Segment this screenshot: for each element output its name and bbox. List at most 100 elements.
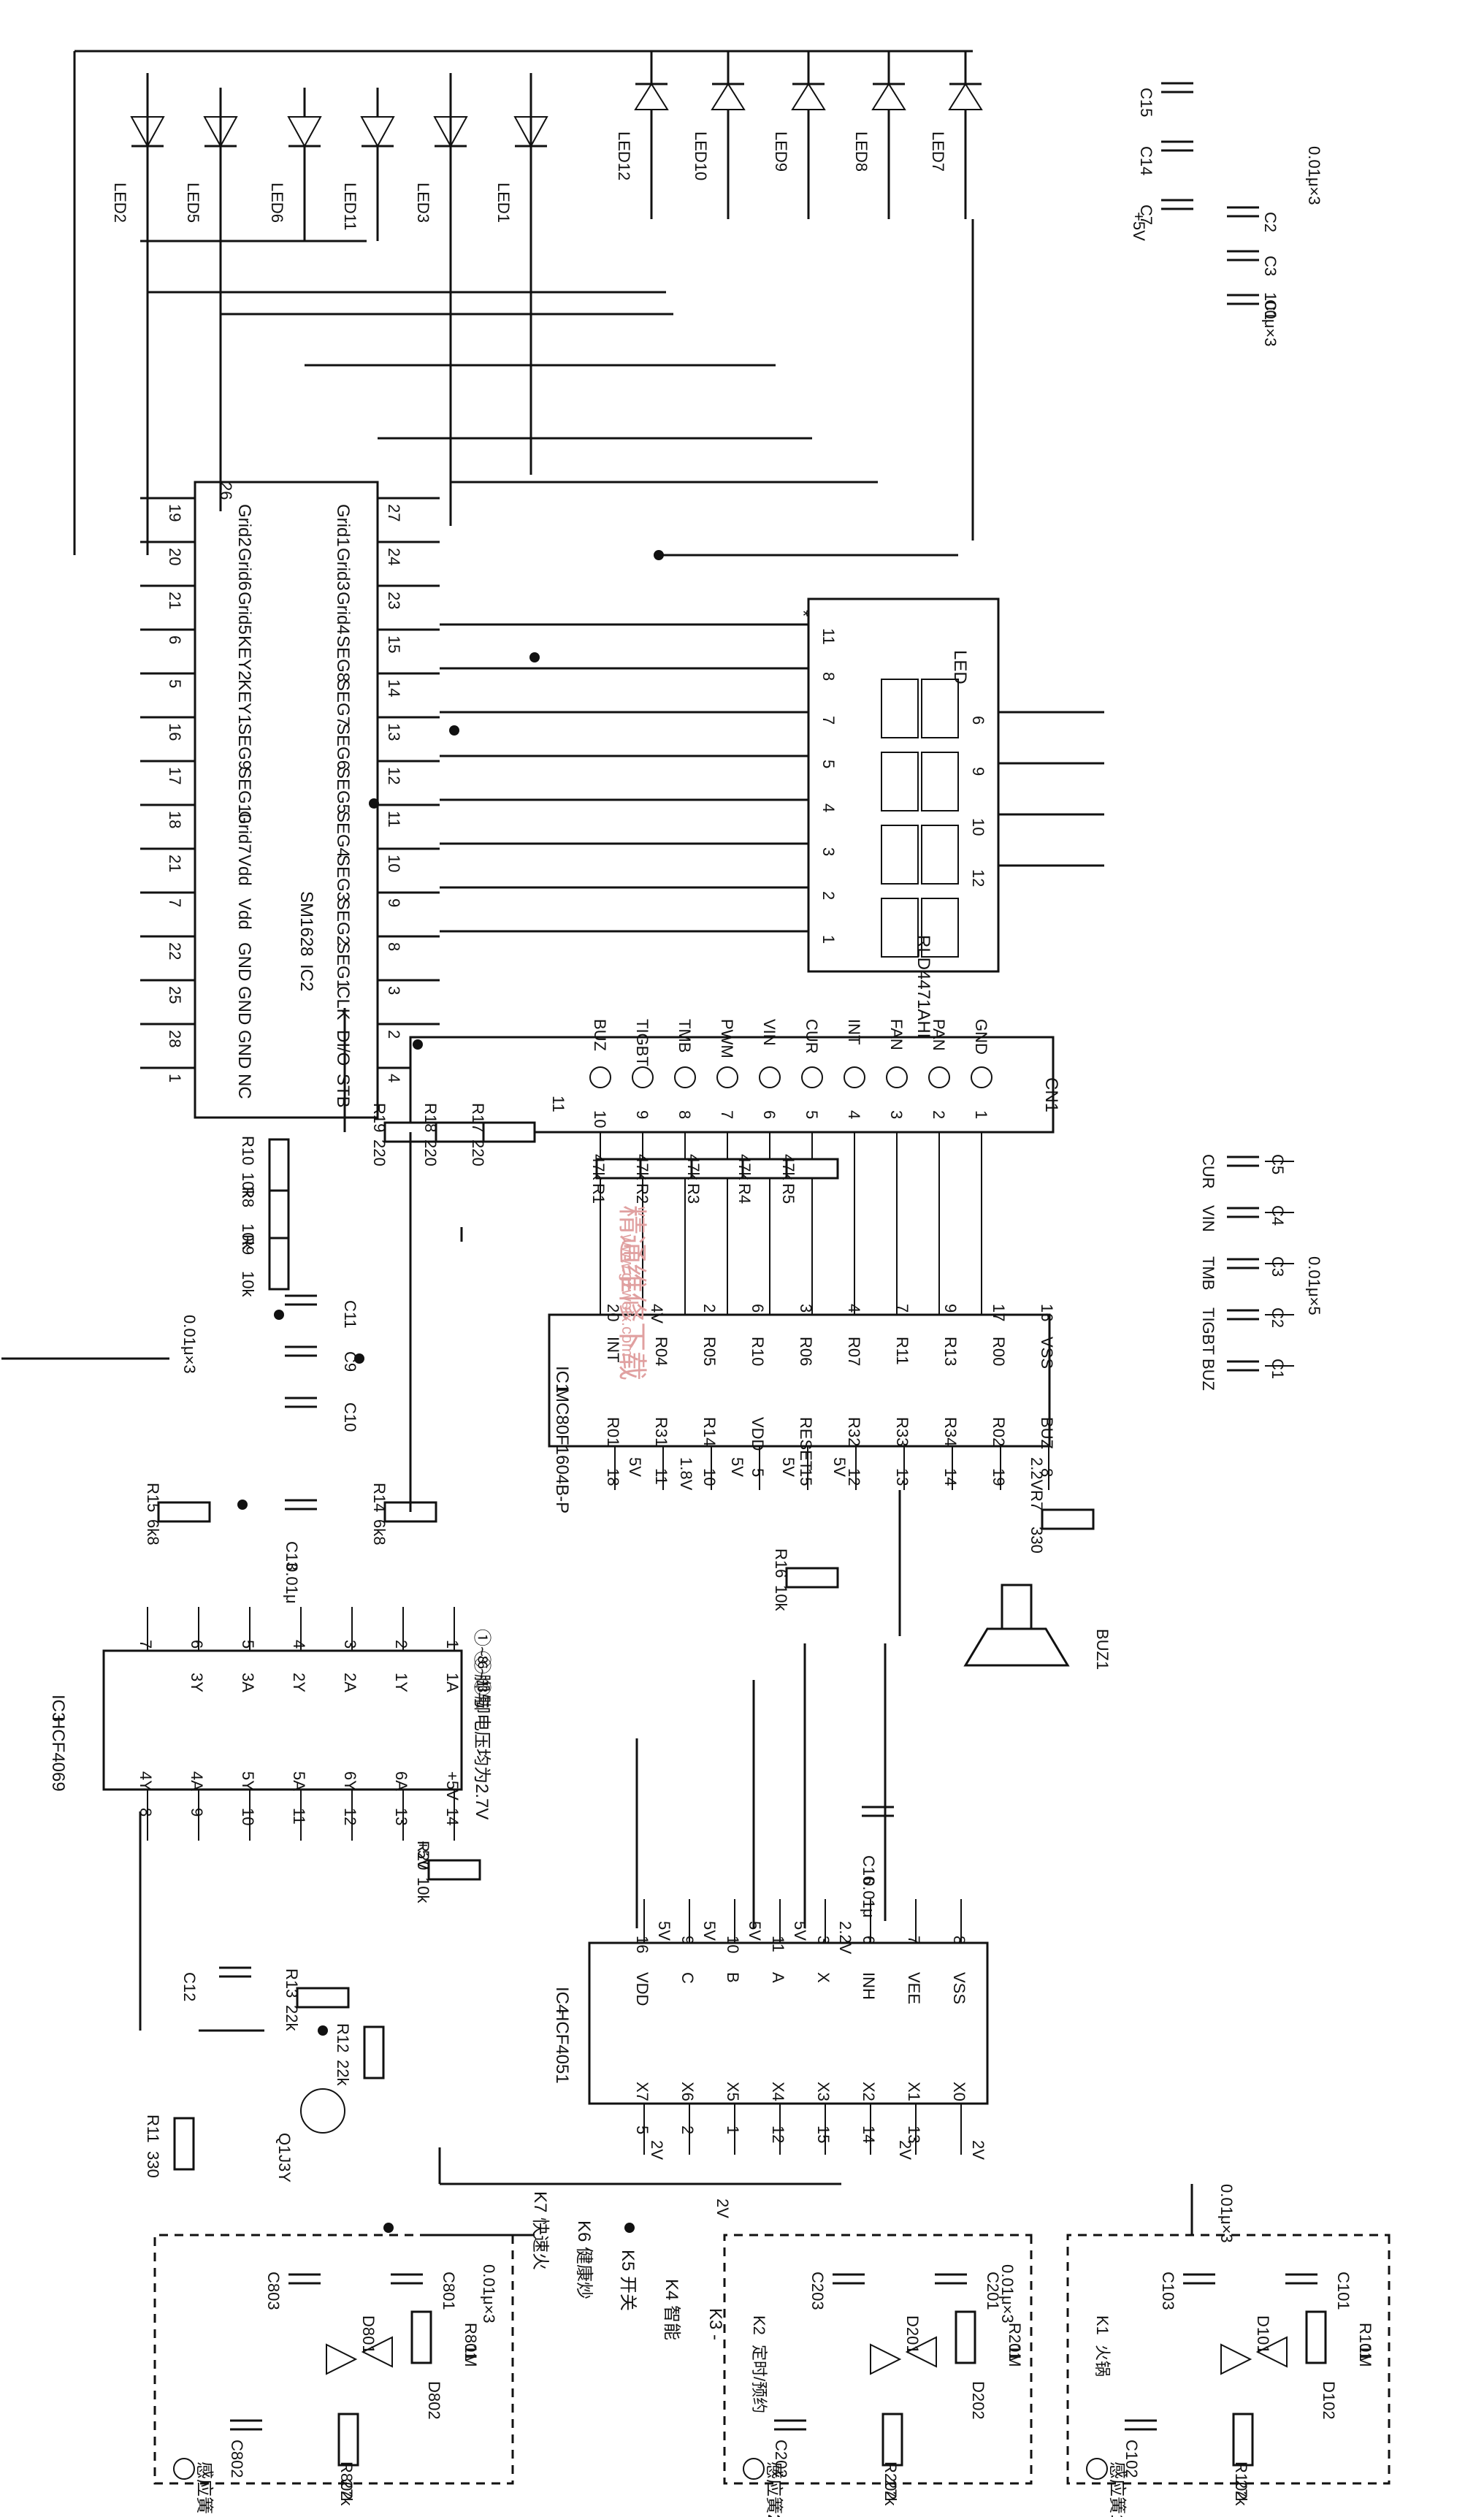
ic3-bot-label: 5Y [239, 1771, 257, 1791]
ic3-bot-label: 6A [392, 1771, 410, 1791]
led-label: LED6 [268, 183, 286, 223]
ic3-bot-num: 12 [341, 1808, 359, 1825]
ic2-pin-label: KEY1 [234, 679, 254, 724]
cn1-pin-num: 10 [591, 1110, 609, 1128]
ic1-bot-label: R33 [893, 1417, 911, 1446]
ic1-top-label: R11 [893, 1337, 911, 1365]
ic3-part: HCF4069 [48, 1716, 68, 1792]
cap-name: C1 [1269, 1359, 1287, 1379]
cap-value: 0.01μ [860, 1877, 878, 1918]
ic2-pin-label: CLK [333, 986, 353, 1020]
led-led6: LED6 [268, 88, 322, 241]
display-digit-upper [921, 825, 959, 885]
resistor-name: R102 [1232, 2461, 1250, 2500]
led-label: LED1 [494, 183, 513, 223]
cn1-signal: PAN [930, 1019, 948, 1051]
ic2-pin-num: 16 [166, 723, 184, 741]
ic2-pin-label: STB [333, 1074, 353, 1108]
key-label: K5 开关 [618, 2250, 638, 2311]
ic4-bot-label: X6 [678, 2082, 697, 2101]
sensor-blocks: 感应簧 K8(+)C803D801C801R8011MC802R80227kD8… [153, 2191, 1391, 2517]
cap-name: C10 [341, 1402, 359, 1432]
ic1-bot-num: 14 [941, 1468, 960, 1486]
diode-name: D101 [1254, 2315, 1272, 2354]
junction-dot [237, 1500, 248, 1510]
display-pin: 2 [819, 891, 838, 900]
sensor-block-1: 感应簧 K8(+)C803D801C801R8011MC802R80227kD8… [153, 2234, 514, 2517]
ic4-top-volt: 5V [700, 1921, 719, 1941]
ic3-top-num: 7 [137, 1640, 155, 1649]
cn1-pin-hole [674, 1066, 696, 1088]
cn1-extra-pin: 11 [549, 1096, 567, 1112]
capacitor-c15 [1161, 82, 1193, 93]
resistor-r13 [296, 1987, 350, 2009]
cap-name: C15 [1137, 88, 1155, 117]
capacitor-c10 [285, 1397, 317, 1408]
ic1-top-label: R06 [797, 1337, 815, 1366]
resistor-value: 47k [589, 1154, 608, 1180]
key-label: 定时/预约 [750, 2345, 768, 2413]
led-led12: LED12 [615, 51, 669, 219]
key-label: 火锅 [1093, 2345, 1112, 2377]
ic4-bot-volt: 2V [648, 2140, 666, 2160]
resistor-r8 [268, 1189, 290, 1243]
resistor-value: 10k [239, 1271, 257, 1297]
capacitor [774, 2419, 806, 2431]
ic4-top-label: VEE [905, 1972, 923, 2004]
ic3-top-num: 3 [341, 1640, 359, 1649]
capacitor-c3 [1227, 250, 1259, 261]
sensor-block-2: 感应簧2C203D201C201R2011MC202R20227kD2020.0… [723, 2234, 1033, 2517]
resistor [881, 2413, 903, 2467]
watermark: 精通维修下载 [616, 1205, 648, 1380]
resistor-name: R3 [684, 1183, 703, 1204]
ic4-bot-volt: 2V [969, 2140, 987, 2160]
resistor-value: 1M [1006, 2345, 1024, 2367]
led-label: LED12 [615, 131, 633, 180]
ic1-top-label: R04 [652, 1337, 670, 1366]
ic1-bot-volt: 5V [626, 1457, 644, 1477]
capacitor-c5 [1227, 1156, 1259, 1167]
ic2-pin-label: SEG1 [333, 942, 353, 989]
junction-dot [654, 550, 664, 560]
ic2-pin-label: SEG9 [234, 723, 254, 770]
junction-dot [383, 2223, 394, 2233]
key-label: K4 智能 [662, 2279, 681, 2340]
cap-name: C4 [1269, 1205, 1287, 1226]
resistor-name: R5 [779, 1183, 798, 1204]
ic4-top-num: 16 [633, 1936, 651, 1953]
resistor-r7 [1041, 1508, 1095, 1530]
cap-name: C803 [264, 2272, 283, 2310]
display-pin: 8 [819, 672, 838, 681]
ic2-pin-num: 21 [166, 855, 184, 872]
ic1-top-volt: 4V [648, 1304, 666, 1324]
ic4-bot-num: 13 [905, 2125, 923, 2143]
ic4-bot-num: 1 [724, 2125, 742, 2134]
cap-name: C11 [341, 1300, 359, 1329]
key-label: K3 - [705, 2308, 725, 2340]
cap-name: C103 [1159, 2272, 1177, 2310]
display-pin: 9 [969, 767, 987, 776]
ic2-pin-num: 14 [385, 679, 403, 697]
capacitor [935, 2273, 967, 2285]
ic2-sm1628: IC2 SM1628 Grid219Grid620Grid521KEY26KEY… [140, 481, 440, 1119]
resistor-name: R19 [370, 1103, 389, 1132]
resistor-r20 [427, 1859, 481, 1881]
resistor [1305, 2310, 1327, 2364]
ic3-bot-num: 9 [188, 1808, 206, 1817]
led-led2: LED2 [111, 88, 165, 241]
display-pin: 7 [819, 716, 838, 725]
transistor-q1 [300, 2088, 345, 2134]
sensor-boundary [1066, 2234, 1391, 2485]
resistor-value: 220 [370, 1139, 389, 1166]
ic2-pin-num: 11 [385, 811, 403, 828]
ic2-pin-num: 15 [385, 635, 403, 653]
ic1-top-num: 9 [941, 1304, 960, 1313]
ic2-pin-label: Grid3 [333, 548, 353, 591]
display-pin: 5 [819, 760, 838, 768]
cap-name: C3 [1261, 256, 1280, 276]
ic2-pin-label: Grid4 [333, 592, 353, 635]
ic4-bot-num: 12 [769, 2125, 787, 2143]
led-label: LED3 [414, 183, 432, 223]
ic4-top-volt: 5V [655, 1921, 673, 1941]
cn1-pin-hole [632, 1066, 654, 1088]
